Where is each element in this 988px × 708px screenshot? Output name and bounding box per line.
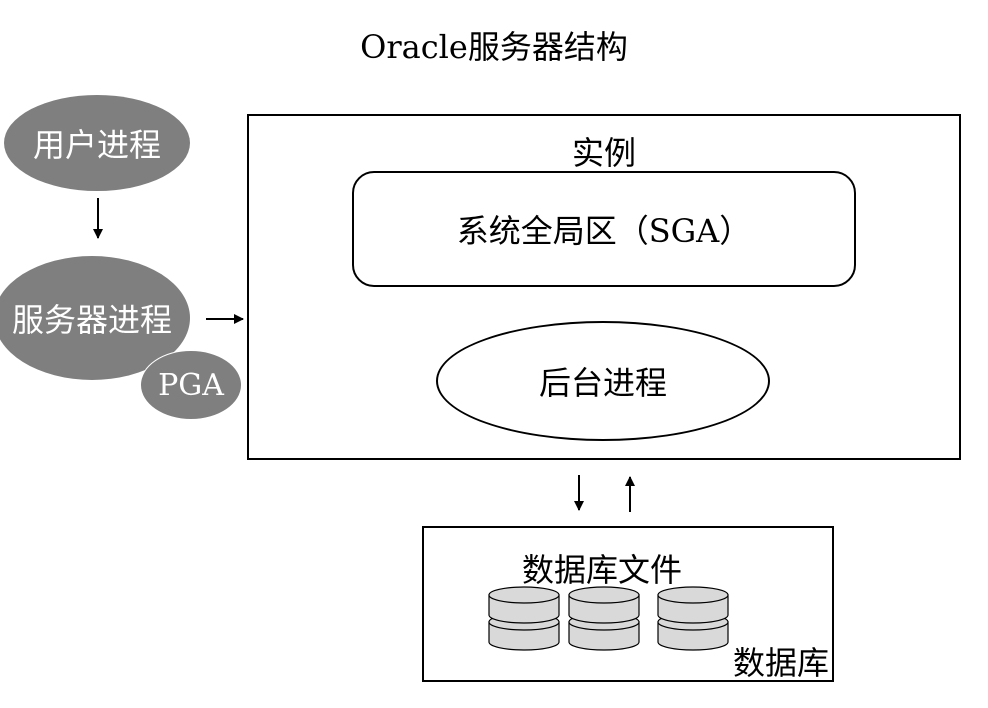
database-disk-icon xyxy=(657,586,729,651)
database-label: 数据库 xyxy=(733,644,830,682)
instance-label: 实例 xyxy=(571,134,636,172)
user-process-label: 用户进程 xyxy=(32,126,161,164)
diagram-title: Oracle服务器结构 xyxy=(360,28,628,66)
database-files-label: 数据库文件 xyxy=(522,551,683,589)
database-disk-icon xyxy=(488,586,560,651)
sga-box: 系统全局区（SGA） xyxy=(352,171,856,287)
pga-label: PGA xyxy=(158,367,224,403)
background-process-label: 后台进程 xyxy=(538,364,667,402)
pga-node: PGA xyxy=(140,350,242,420)
user-process-node: 用户进程 xyxy=(4,95,190,191)
background-process-node: 后台进程 xyxy=(436,321,770,441)
server-process-label: 服务器进程 xyxy=(11,301,172,339)
database-disk-icon xyxy=(568,586,640,651)
sga-label: 系统全局区（SGA） xyxy=(456,212,752,250)
